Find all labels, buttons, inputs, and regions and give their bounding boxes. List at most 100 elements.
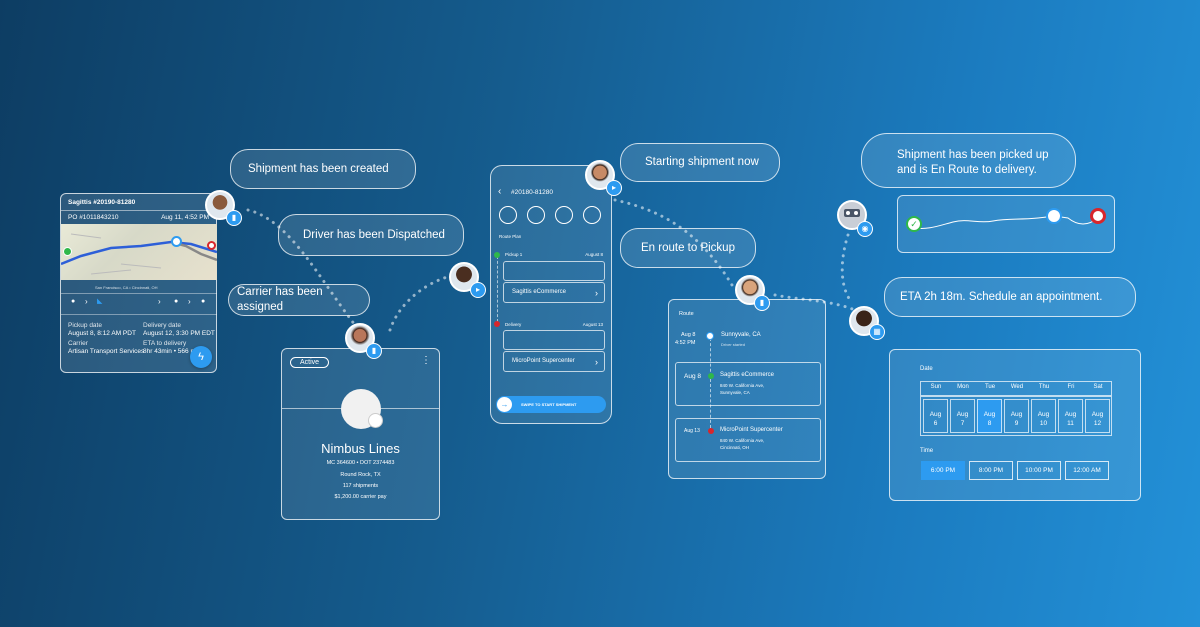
swipe-to-start-slider[interactable]: → SWIPE TO START SHIPMENT: [496, 396, 606, 413]
tracking-line: [913, 215, 1099, 229]
pickup-stop-row[interactable]: [503, 261, 605, 281]
eta-value: 8hr 43min • 566 mi: [143, 348, 198, 355]
eta-label: ETA to delivery: [143, 340, 187, 347]
carrier-logo-badge: [368, 413, 383, 428]
truck-icon: ◣: [97, 298, 103, 305]
shipment-card[interactable]: Sagittis #20190-81280 PO #1011843210 Aug…: [60, 193, 217, 373]
check-icon: ✓: [906, 216, 922, 232]
delivery-stop-name: MicroPoint Supercenter: [512, 358, 575, 364]
pickup-stop-card[interactable]: Sagittis eCommerce ›: [503, 282, 605, 303]
truck-icon: ▸: [606, 180, 622, 196]
route-plan-label: Route Plan: [499, 234, 522, 239]
route-card[interactable]: Route Aug 8 4:52 PM Sunnyvale, CA Driver…: [668, 299, 826, 479]
route-timeline: [710, 338, 711, 428]
carrier-name: Nimbus Lines: [321, 441, 400, 456]
time-option[interactable]: 10:00 PM: [1017, 461, 1061, 480]
document-icon: ▮: [754, 295, 770, 311]
delivery-stop-row[interactable]: [503, 330, 605, 350]
delivery-label: Delivery: [505, 322, 522, 327]
chevron-right-icon: ›: [595, 287, 598, 298]
pickup-date-label: Pickup date: [68, 322, 102, 329]
step-circle[interactable]: [499, 206, 517, 224]
carrier-shipments: 117 shipments: [342, 483, 379, 489]
arrow-right-icon[interactable]: →: [497, 397, 512, 412]
picked-up-line1: Shipment has been picked up: [897, 149, 1049, 161]
map-destination-marker: [207, 241, 216, 250]
delivery-marker: [494, 321, 500, 327]
robot-face: [844, 209, 860, 217]
calendar-grid: [920, 396, 1112, 436]
delivery-marker: [708, 428, 714, 434]
stop1-note: Driver started: [721, 342, 746, 347]
carrier-pay: $1,200.00 carrier pay: [334, 494, 387, 500]
bubble-shipment-created: Shipment has been created: [230, 149, 416, 189]
phone-screen[interactable]: ‹ #20180-81280 Route Plan Pickup 1 Augus…: [490, 165, 612, 424]
step-circle[interactable]: [583, 206, 601, 224]
carrier-label: Carrier: [68, 340, 88, 347]
stop3-date: Aug 13: [684, 428, 700, 434]
stop-card-delivery[interactable]: Aug 13 MicroPoint Supercenter 840 W. Cal…: [675, 418, 821, 462]
stop-card-pickup[interactable]: Aug 8 Sagittis eCommerce 840 W. Californ…: [675, 362, 821, 406]
chevron-right-icon: ›: [158, 297, 161, 306]
step-circle[interactable]: [555, 206, 573, 224]
shipment-title: Sagittis #20190-81280: [68, 199, 136, 206]
calendar-header: [920, 381, 1112, 396]
bubble-carrier-assigned: Carrier has been assigned: [228, 284, 370, 316]
delivery-date: August 13: [582, 322, 603, 327]
bubble-driver-dispatched: Driver has been Dispatched: [278, 214, 464, 256]
pin-icon: ●: [71, 298, 76, 305]
pin-icon: ●: [174, 298, 179, 305]
stop3-address2: Cincinnati, OH: [720, 445, 750, 450]
stop3-name: MicroPoint Supercenter: [720, 427, 783, 433]
route-timeline: [497, 256, 498, 322]
map-caption: San Francisco, CA • Cincinnati, OH: [95, 285, 158, 290]
step-circle[interactable]: [527, 206, 545, 224]
carrier-value: Artisan Transport Services: [68, 348, 145, 355]
carrier-location: Round Rock, TX: [340, 472, 381, 478]
time-option[interactable]: 8:00 PM: [969, 461, 1013, 480]
time-option[interactable]: 6:00 PM: [921, 461, 965, 480]
chevron-right-icon: ›: [595, 356, 598, 367]
delivery-stop-card[interactable]: MicroPoint Supercenter ›: [503, 351, 605, 372]
truck-icon: ▸: [470, 282, 486, 298]
pickup-marker: [708, 373, 714, 379]
time-option[interactable]: 12:00 AM: [1065, 461, 1109, 480]
back-arrow-icon[interactable]: ‹: [498, 186, 502, 197]
quick-action-button[interactable]: ϟ: [190, 346, 212, 368]
date-label: Date: [920, 366, 933, 372]
pickup-stop-name: Sagittis eCommerce: [512, 289, 567, 295]
weekday-label: Fri: [1067, 384, 1075, 390]
divider: [61, 210, 216, 211]
pickup-marker: [494, 252, 500, 258]
delivery-date-value: August 12, 3:30 PM EDT: [143, 330, 215, 337]
calendar-icon: ▦: [869, 324, 885, 340]
progress-stepper: ● › ◣ › ● › ●: [61, 293, 217, 315]
more-options-icon[interactable]: ⋮: [421, 355, 431, 366]
picked-up-line2: and is En Route to delivery.: [897, 164, 1037, 176]
carrier-card[interactable]: Active ⋮ Nimbus Lines MC 364600 • DOT 23…: [281, 348, 440, 520]
current-location-marker: [1046, 208, 1062, 224]
stop2-address1: 840 W. California Ave,: [720, 383, 765, 388]
carrier-ids: MC 364600 • DOT 2374483: [326, 460, 395, 466]
stop1-time: 4:52 PM: [675, 340, 696, 346]
po-number: PO #1011843210: [68, 214, 119, 221]
time-label: Time: [920, 448, 934, 454]
bubble-picked-up: Shipment has been picked up and is En Ro…: [861, 133, 1076, 188]
weekday-label: Wed: [1010, 384, 1024, 390]
document-icon: ▮: [226, 210, 242, 226]
shipment-date: Aug 11, 4:52 PM: [161, 214, 209, 221]
bubble-starting-shipment: Starting shipment now: [620, 143, 780, 182]
map-current-marker: [171, 236, 182, 247]
tracking-progress-card: ✓: [897, 195, 1115, 253]
lightning-icon: ϟ: [198, 351, 204, 363]
bubble-eta: ETA 2h 18m. Schedule an appointment.: [884, 277, 1136, 317]
